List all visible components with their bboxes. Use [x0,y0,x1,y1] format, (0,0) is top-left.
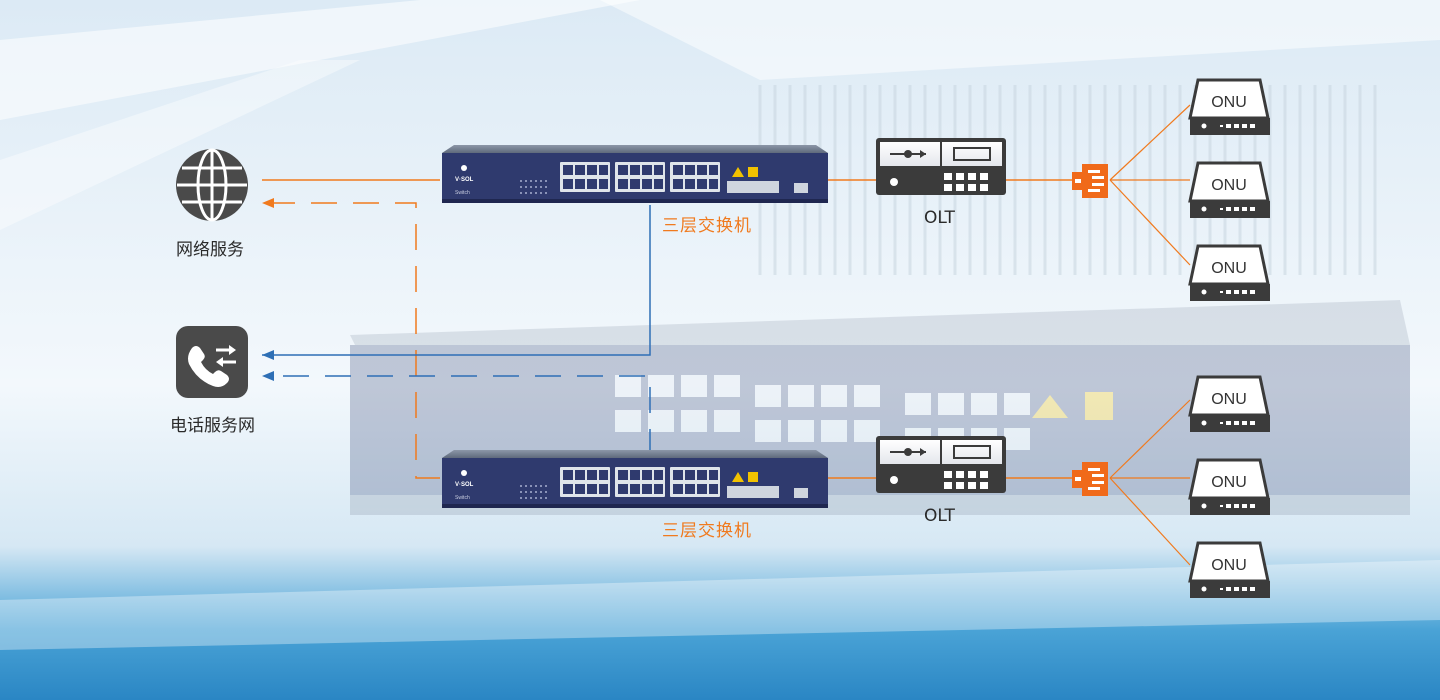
onu-6-label: ONU [1211,557,1247,574]
onu-3: ONU [1190,246,1270,301]
switch-1-brand: V·SOL [455,177,474,183]
onu-1: ONU [1190,80,1270,135]
link-splitter2-onu4 [1110,400,1190,478]
onu-3-label: ONU [1211,260,1247,277]
onu-5: ONU [1190,460,1270,515]
switch-2-label: 三层交换机 [662,516,752,541]
olt-1-icon [876,138,1006,195]
splitter-2-icon [1072,462,1108,496]
onu-4-label: ONU [1211,391,1247,408]
olt-1-label: OLT [924,208,955,228]
arrow-network-dashed [262,198,274,208]
onu-2: ONU [1190,163,1270,218]
switch-1-label: 三层交换机 [662,211,752,236]
switch-2-model: Switch [455,495,470,501]
link-switch1-phone [262,205,650,355]
link-splitter2-onu6 [1110,478,1190,565]
olt-2-label: OLT [924,506,955,526]
link-switch2-network-dashed [268,203,440,478]
switch-1: V·SOL Switch [442,145,828,203]
link-splitter1-onu1 [1110,105,1190,180]
onu-6: ONU [1190,543,1270,598]
phone-service-label: 电话服务网 [170,411,255,436]
onu-2-label: ONU [1211,177,1247,194]
arrow-phone-solid [262,350,274,360]
switch-1-model: Switch [455,190,470,196]
link-switch2-phone-dashed [268,376,650,455]
splitter-1-icon [1072,164,1108,198]
switch-2: V·SOL Switch [442,450,828,508]
onu-1-label: ONU [1211,94,1247,111]
link-splitter1-onu3 [1110,180,1190,265]
network-service-label: 网络服务 [176,235,244,260]
onu-4: ONU [1190,377,1270,432]
onu-5-label: ONU [1211,474,1247,491]
switch-2-brand: V·SOL [455,482,474,488]
phone-exchange-icon [176,326,248,398]
arrow-phone-dashed [262,371,274,381]
globe-icon [176,149,248,221]
olt-2-icon [876,436,1006,493]
